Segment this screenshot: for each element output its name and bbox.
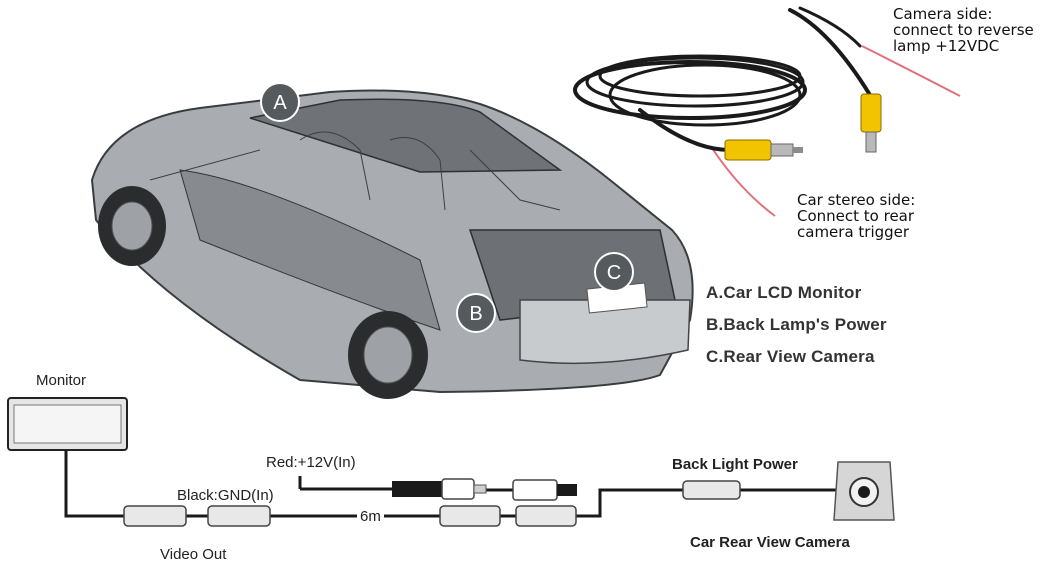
video-out-label: Video Out xyxy=(160,546,227,563)
legend-item-c: C.Rear View Camera xyxy=(706,347,875,366)
monitor-icon xyxy=(7,397,128,451)
connector-6m-2 xyxy=(515,505,577,527)
car-illustration xyxy=(90,89,694,399)
back-light-power-label: Back Light Power xyxy=(672,456,798,473)
svg-text:A: A xyxy=(273,92,287,114)
camera-icon xyxy=(833,461,895,521)
cable-photo xyxy=(573,6,961,217)
black-wire-label: Black:GND(In) xyxy=(177,487,274,504)
marker-a: A xyxy=(260,82,300,122)
connector-back-light xyxy=(682,480,741,500)
cable-lines xyxy=(64,450,838,518)
red-wire-label: Red:+12V(In) xyxy=(266,454,356,471)
marker-c: C xyxy=(594,252,634,292)
power-plug xyxy=(392,478,487,500)
connector-video-out-1 xyxy=(123,505,187,527)
legend-item-a: A.Car LCD Monitor xyxy=(706,283,862,302)
cable-length-label: 6m xyxy=(357,508,384,525)
connector-6m-1 xyxy=(439,505,501,527)
stereo-side-note: Car stereo side: Connect to rear camera … xyxy=(797,191,916,241)
legend-item-b: B.Back Lamp's Power xyxy=(706,315,887,334)
power-socket xyxy=(512,479,577,501)
svg-text:B: B xyxy=(469,303,482,325)
connector-video-out-2 xyxy=(207,505,271,527)
camera-side-note: Camera side: connect to reverse lamp +12… xyxy=(893,5,1034,55)
marker-b: B xyxy=(456,293,496,333)
svg-text:C: C xyxy=(607,262,621,284)
camera-label: Car Rear View Camera xyxy=(690,534,850,551)
monitor-label: Monitor xyxy=(36,372,87,389)
